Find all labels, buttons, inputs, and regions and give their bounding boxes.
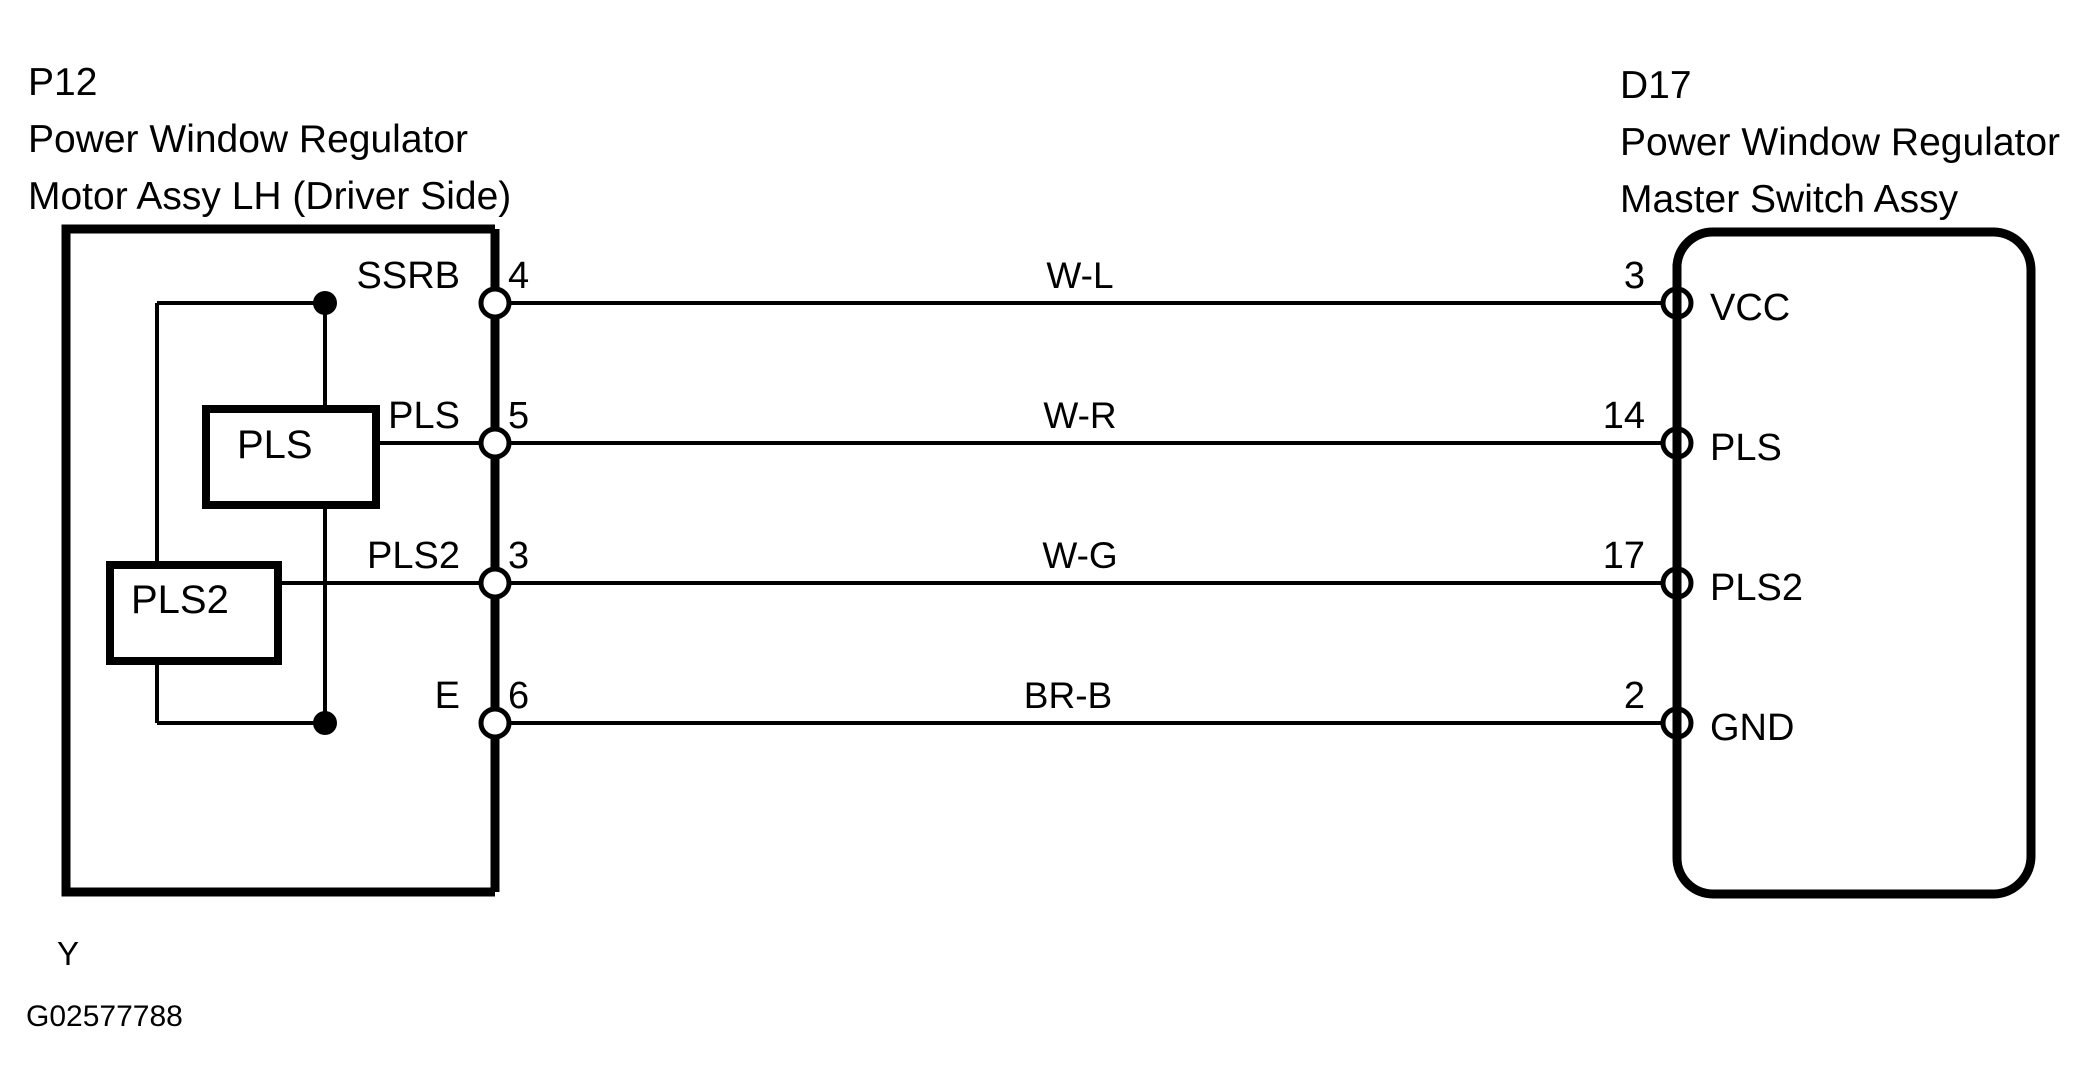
left-internal-wiring: [155, 291, 337, 735]
wire-color-label-1: W-L: [1046, 255, 1113, 296]
left-terminal-label-pls2: PLS2: [367, 535, 460, 577]
terminal-left-6[interactable]: [478, 706, 512, 740]
drawing-code-label: G02577788: [26, 1000, 183, 1033]
right-pin-number-14: 14: [1603, 395, 1645, 437]
left-pin-number-5: 5: [508, 395, 529, 437]
component-box-pls: PLS: [202, 405, 495, 509]
right-connector-body: [1672, 227, 2036, 899]
terminal-left-3[interactable]: [478, 566, 512, 600]
right-terminal-label-gnd: GND: [1710, 707, 1794, 749]
ground-marker-label: Y: [57, 935, 79, 972]
wire-color-label-4: BR-B: [1024, 675, 1112, 716]
right-terminal-label-vcc: VCC: [1710, 287, 1790, 329]
left-pin-number-6: 6: [508, 675, 529, 717]
terminal-left-4[interactable]: [478, 286, 512, 320]
right-pin-number-17: 17: [1603, 535, 1645, 577]
left-terminal-label-ssrb: SSRB: [357, 255, 460, 297]
right-connector-name-line2: Master Switch Assy: [1620, 178, 1959, 221]
wire-row-e-gnd: E 6 BR-B 2 GND: [435, 675, 1795, 749]
wire-color-label-2: W-R: [1043, 395, 1116, 436]
component-box-pls2: PLS2: [106, 561, 495, 665]
wire-row-ssrb-vcc: SSRB 4 W-L 3 VCC: [357, 255, 1791, 329]
right-pin-number-3: 3: [1624, 255, 1645, 297]
right-terminal-label-pls: PLS: [1710, 427, 1782, 469]
terminal-left-5[interactable]: [478, 426, 512, 460]
wire-row-pls2-pls2: PLS2 3 W-G 17 PLS2: [367, 535, 1803, 609]
left-terminal-label-e: E: [435, 675, 460, 717]
right-connector-code: D17: [1620, 64, 1692, 107]
right-terminal-label-pls2: PLS2: [1710, 567, 1803, 609]
right-pin-number-2: 2: [1624, 675, 1645, 717]
left-connector-body: [61, 224, 500, 897]
left-pin-number-4: 4: [508, 255, 529, 297]
junction-dot-ssrb: [313, 291, 337, 315]
junction-dot-ground: [313, 711, 337, 735]
left-connector-name-line2: Motor Assy LH (Driver Side): [28, 175, 511, 218]
left-connector-name-line1: Power Window Regulator: [28, 118, 468, 161]
component-box-pls-label: PLS: [237, 423, 313, 467]
wire-row-pls-pls: PLS 5 W-R 14 PLS: [388, 395, 1782, 469]
wire-color-label-3: W-G: [1042, 535, 1117, 576]
left-connector-code: P12: [28, 61, 97, 104]
left-terminal-label-pls: PLS: [388, 395, 460, 437]
component-box-pls2-label: PLS2: [131, 578, 229, 622]
left-pin-number-3: 3: [508, 535, 529, 577]
right-connector-name-line1: Power Window Regulator: [1620, 121, 2060, 164]
